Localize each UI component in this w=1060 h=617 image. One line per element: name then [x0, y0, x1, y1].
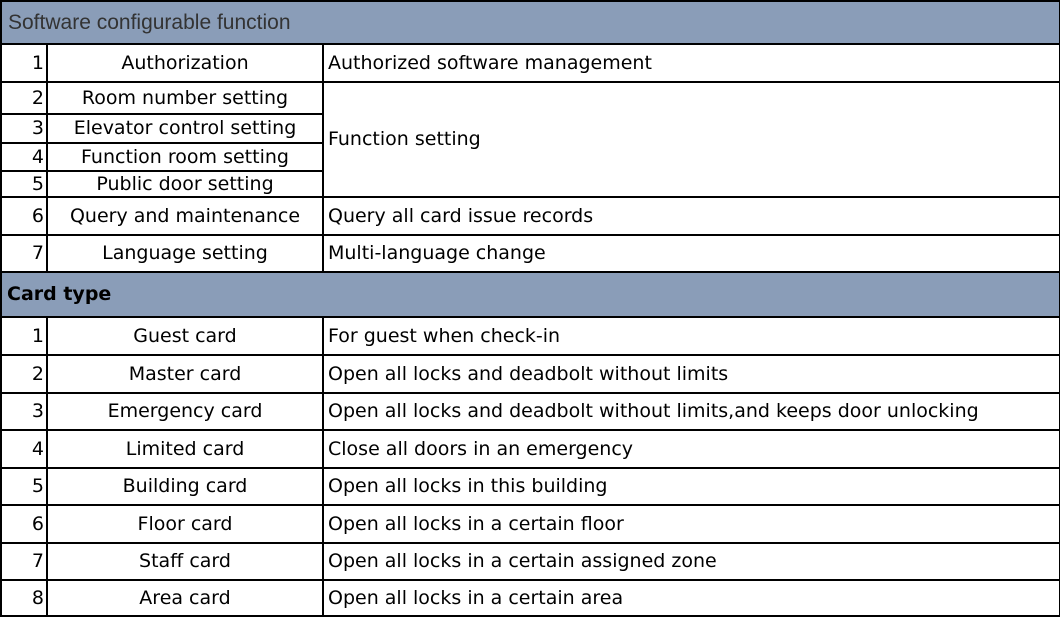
- row-number: 3: [0, 392, 48, 431]
- row-number: 7: [0, 542, 48, 581]
- row-number: 1: [0, 43, 48, 83]
- feature-name: Authorization: [46, 43, 324, 83]
- card-description: Close all doors in an emergency: [321, 429, 1060, 469]
- table-row: 7 Language setting Multi-language change: [0, 234, 1060, 273]
- card-description: For guest when check-in: [321, 316, 1060, 356]
- feature-name: Elevator control setting: [46, 113, 324, 144]
- feature-name: Function room setting: [46, 142, 324, 172]
- row-number: 2: [0, 81, 48, 115]
- table-row: 2 Master card Open all locks and deadbol…: [0, 354, 1060, 394]
- row-number: 7: [0, 234, 48, 273]
- feature-name: Public door setting: [46, 170, 324, 198]
- table-row: 2 Room number setting Function setting: [0, 81, 1060, 198]
- table-row: 1 Authorization Authorized software mana…: [0, 43, 1060, 83]
- table-row: 5 Public door setting: [0, 170, 1060, 198]
- card-name: Emergency card: [46, 392, 324, 431]
- feature-description: Authorized software management: [321, 43, 1060, 83]
- row-number: 2: [0, 354, 48, 394]
- row-number: 4: [0, 142, 48, 172]
- section-header-row: Software configurable function: [0, 0, 1060, 45]
- card-description: Open all locks in a certain assigned zon…: [321, 542, 1060, 581]
- table-row: 5 Building card Open all locks in this b…: [0, 467, 1060, 506]
- row-number: 6: [0, 196, 48, 236]
- table-row: 1 Guest card For guest when check-in: [0, 316, 1060, 356]
- feature-description: Query all card issue records: [321, 196, 1060, 236]
- table-row: 3 Elevator control setting: [0, 113, 1060, 144]
- card-name: Master card: [46, 354, 324, 394]
- row-number: 4: [0, 429, 48, 469]
- table-row: 4 Function room setting: [0, 142, 1060, 172]
- row-number: 6: [0, 504, 48, 544]
- row-number: 1: [0, 316, 48, 356]
- card-description: Open all locks in this building: [321, 467, 1060, 506]
- card-description: Open all locks in a certain floor: [321, 504, 1060, 544]
- row-number: 5: [0, 467, 48, 506]
- table-row: 8 Area card Open all locks in a certain …: [0, 579, 1060, 617]
- row-number: 5: [0, 170, 48, 198]
- table-row: 6 Floor card Open all locks in a certain…: [0, 504, 1060, 544]
- card-name: Staff card: [46, 542, 324, 581]
- table-row: 4 Limited card Close all doors in an eme…: [0, 429, 1060, 469]
- feature-description-merged: Function setting: [321, 81, 1060, 198]
- table-row: 6 Query and maintenance Query all card i…: [0, 196, 1060, 236]
- table-row: 7 Staff card Open all locks in a certain…: [0, 542, 1060, 581]
- section-title-software: Software configurable function: [0, 0, 1060, 45]
- row-number: 3: [0, 113, 48, 144]
- card-description: Open all locks in a certain area: [321, 579, 1060, 617]
- section-title-card-type: Card type: [0, 271, 1060, 318]
- card-description: Open all locks and deadbolt without limi…: [321, 354, 1060, 394]
- card-name: Floor card: [46, 504, 324, 544]
- card-name: Area card: [46, 579, 324, 617]
- card-description: Open all locks and deadbolt without limi…: [321, 392, 1060, 431]
- card-name: Limited card: [46, 429, 324, 469]
- card-name: Building card: [46, 467, 324, 506]
- feature-name: Room number setting: [46, 81, 324, 115]
- row-number: 8: [0, 579, 48, 617]
- section-header-row: Card type: [0, 271, 1060, 318]
- feature-name: Query and maintenance: [46, 196, 324, 236]
- card-name: Guest card: [46, 316, 324, 356]
- feature-description: Multi-language change: [321, 234, 1060, 273]
- table-row: 3 Emergency card Open all locks and dead…: [0, 392, 1060, 431]
- feature-name: Language setting: [46, 234, 324, 273]
